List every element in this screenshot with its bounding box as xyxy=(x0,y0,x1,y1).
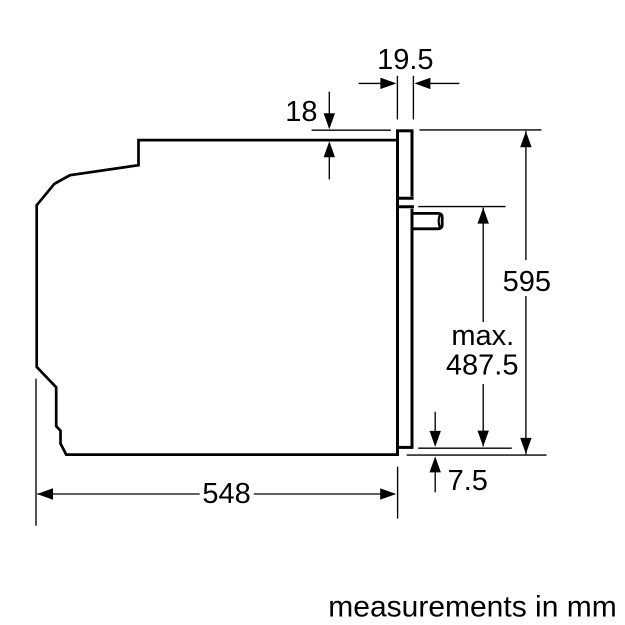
svg-text:18: 18 xyxy=(285,96,317,128)
svg-text:max.: max. xyxy=(451,320,514,352)
svg-text:595: 595 xyxy=(503,266,551,298)
svg-text:487.5: 487.5 xyxy=(446,349,519,381)
svg-text:7.5: 7.5 xyxy=(448,465,488,497)
svg-text:19.5: 19.5 xyxy=(377,44,433,76)
svg-text:548: 548 xyxy=(202,478,250,510)
svg-text:measurements in mm: measurements in mm xyxy=(328,591,616,624)
